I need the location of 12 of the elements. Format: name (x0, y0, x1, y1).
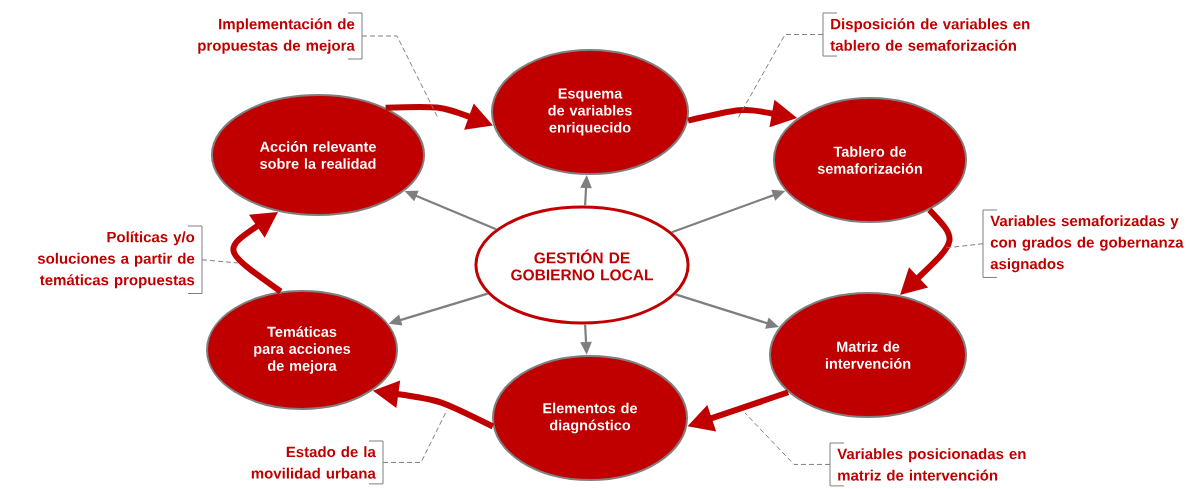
callout-text: Estado de la movilidad urbana (251, 440, 384, 485)
leader-line (361, 35, 439, 119)
callout-text: Variables posicionadas en matriz de intervención (829, 442, 1026, 487)
leader-line (737, 34, 824, 119)
callout-text: Implementación de propuestas de mejora (198, 12, 363, 60)
callout-text: Políticas y/o soluciones a partir de temáticas propuestas (37, 225, 203, 294)
leader-line (744, 412, 831, 465)
callout-text: Variables semaforizadas y con grados de gobernanza asignados (982, 209, 1184, 278)
leader-line (382, 409, 448, 463)
leader-line (201, 259, 239, 264)
leader-line (944, 243, 984, 249)
callout-text: Disposición de variables en tablero de semaforización (822, 12, 1030, 57)
